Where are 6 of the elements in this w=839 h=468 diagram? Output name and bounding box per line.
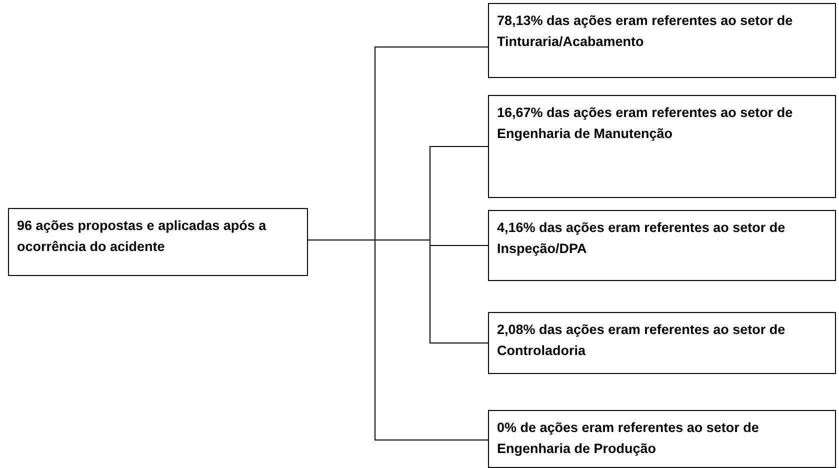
text-box: 0% de ações eram referentes ao setor de Engenharia de Produção	[488, 410, 836, 468]
text-box: 16,67% das ações eram referentes ao setor de Engenharia de Manutenção	[488, 95, 836, 198]
text-box: 78,13% das ações eram referentes ao setor de Tinturaria/Acabamento	[488, 3, 836, 78]
text-box: 96 ações propostas e aplicadas após a ocorrência do acidente	[8, 208, 308, 276]
text-box: 2,08% das ações eram referentes ao setor de Controladoria	[488, 312, 836, 374]
text-box: 4,16% das ações eram referentes ao setor de Inspeção/DPA	[488, 210, 836, 281]
